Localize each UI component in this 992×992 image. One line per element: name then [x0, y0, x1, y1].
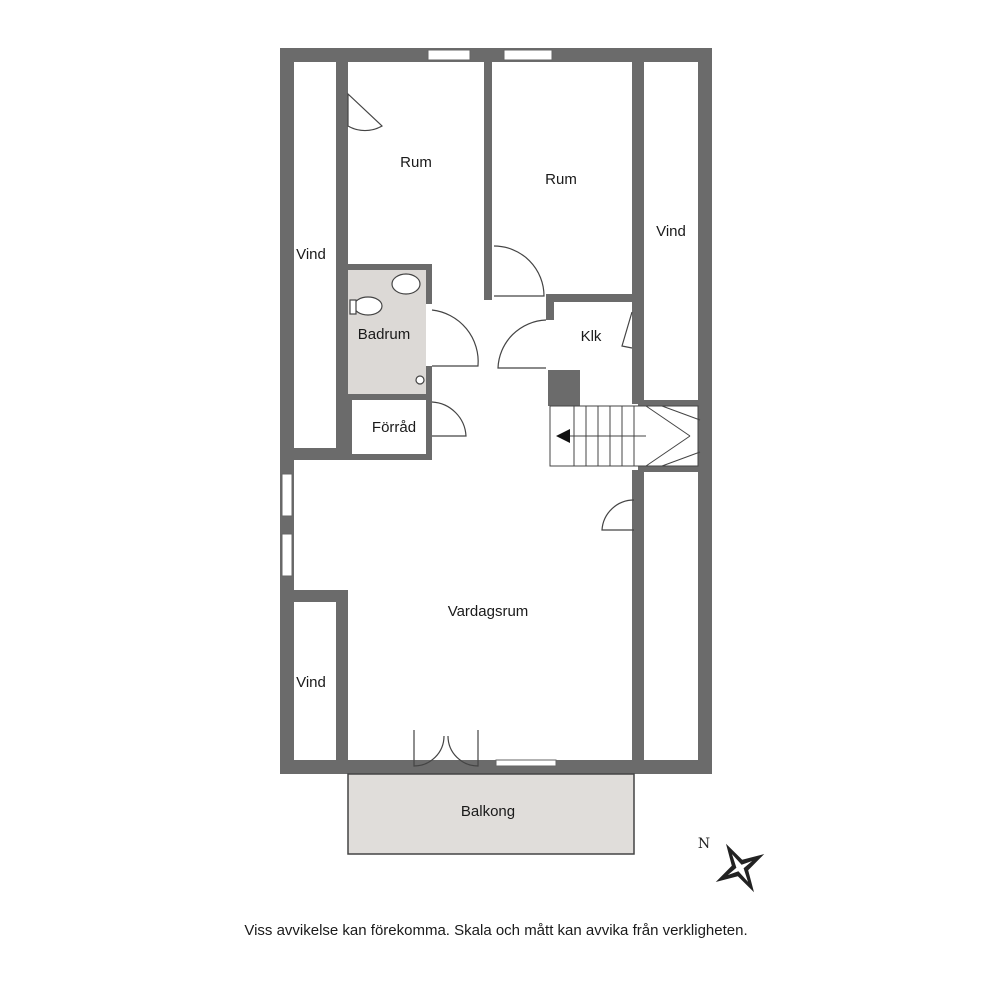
room-label-klk: Klk	[581, 328, 602, 345]
compass-icon	[715, 843, 765, 893]
bathroom-fixtures	[349, 273, 425, 385]
balcony-floor	[347, 773, 635, 855]
room-label-rum-2: Rum	[545, 171, 577, 188]
room-label-vind-left-bottom: Vind	[296, 674, 326, 691]
room-label-vind-right: Vind	[656, 223, 686, 240]
disclaimer-text: Viss avvikelse kan förekomma. Skala och …	[244, 922, 748, 939]
stair-arrow-icon	[556, 429, 570, 443]
room-label-rum-1: Rum	[400, 154, 432, 171]
room-label-vardagsrum: Vardagsrum	[448, 603, 529, 620]
room-label-badrum: Badrum	[358, 326, 411, 343]
compass-north-label: N	[698, 836, 710, 852]
stair-block	[548, 370, 580, 406]
walls	[280, 48, 712, 774]
room-label-vind-left-top: Vind	[296, 246, 326, 263]
doors	[347, 92, 635, 767]
room-label-forrad: Förråd	[372, 419, 416, 436]
stairs	[549, 405, 701, 467]
room-label-balkong: Balkong	[461, 803, 515, 820]
windows	[281, 49, 557, 767]
